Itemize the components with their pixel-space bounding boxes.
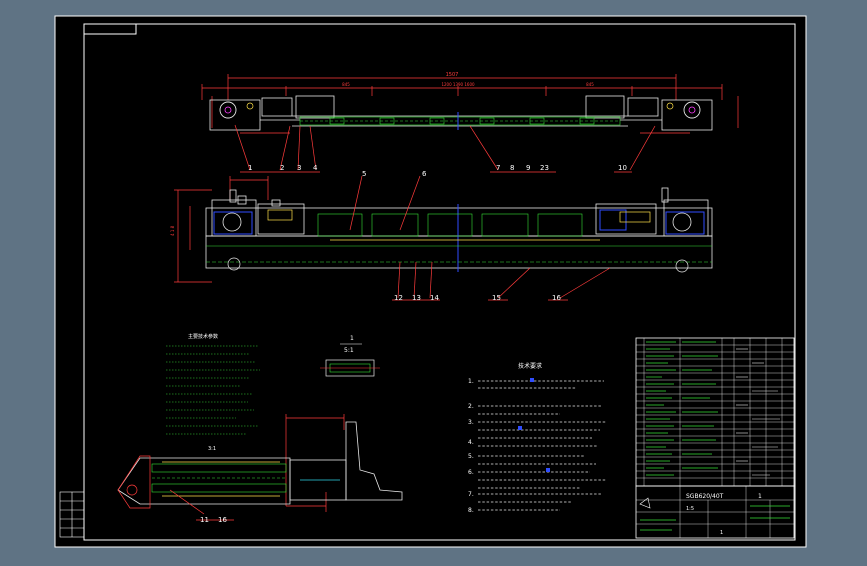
title-logo-mark bbox=[639, 497, 651, 509]
title-block-entries bbox=[640, 505, 790, 531]
parts-list bbox=[635, 337, 795, 487]
drawing-frame bbox=[83, 23, 796, 541]
detail-label: 1 bbox=[350, 335, 354, 342]
top-view: 1507 845 1200 1390 1600 845 bbox=[201, 72, 739, 173]
title-block-grid bbox=[636, 486, 794, 538]
callout-12: 12 bbox=[394, 294, 403, 302]
callout-2: 2 bbox=[280, 164, 284, 172]
callout-8: 8 bbox=[510, 164, 514, 172]
title-block: SGB620/40T 1:5 1 1 bbox=[635, 485, 795, 539]
front-view-leaders bbox=[349, 175, 611, 301]
tech-requirements: 技术要求 1. 2. 3. 4. 5. 6. 7. 8. bbox=[468, 362, 606, 514]
tech-req-lines bbox=[478, 380, 606, 511]
req-8: 8. bbox=[468, 507, 474, 514]
top-view-callouts: 1 2 3 4 7 8 9 23 10 bbox=[248, 164, 627, 172]
front-view-troughs bbox=[206, 213, 712, 263]
req-3: 3. bbox=[468, 419, 474, 426]
callout-14: 14 bbox=[430, 294, 439, 302]
callout-9: 9 bbox=[526, 164, 530, 172]
req-5: 5. bbox=[468, 453, 474, 460]
callout-16b: 16 bbox=[218, 516, 227, 524]
side-view: 3:1 bbox=[117, 414, 403, 524]
callout-13: 13 bbox=[412, 294, 421, 302]
front-view-motors bbox=[213, 204, 705, 272]
top-overall-dim: 1507 bbox=[446, 72, 459, 78]
tech-spec-lines bbox=[166, 345, 260, 435]
drawing-sheet-number: 1 bbox=[758, 493, 762, 500]
callout-15: 15 bbox=[492, 294, 501, 302]
callout-4: 4 bbox=[313, 164, 318, 172]
side-highlight bbox=[162, 461, 280, 497]
callout-23: 23 bbox=[540, 164, 549, 172]
callout-16: 16 bbox=[552, 294, 561, 302]
side-chain bbox=[151, 463, 287, 493]
front-view-dimensions bbox=[174, 176, 269, 283]
drawing-sheet bbox=[54, 15, 807, 548]
top-view-sprockets bbox=[219, 101, 701, 119]
top-view-leaders bbox=[234, 124, 656, 173]
top-span-right: 845 bbox=[586, 82, 594, 87]
front-height-dim: 4 1 8 bbox=[170, 225, 175, 236]
drawing-number: SGB620/40T bbox=[686, 493, 724, 500]
side-scale-label: 3:1 bbox=[208, 446, 216, 452]
tech-req-title: 技术要求 bbox=[518, 362, 542, 370]
tech-req-marks bbox=[518, 378, 550, 472]
front-view: 4 1 8 bbox=[170, 170, 713, 302]
drawing-scale: 1:5 bbox=[686, 506, 694, 512]
detail-section: 1 5:1 bbox=[320, 335, 380, 377]
top-view-dimensions bbox=[201, 74, 739, 134]
frame-tag bbox=[83, 23, 137, 35]
callout-5: 5 bbox=[362, 170, 366, 178]
top-span-left: 845 bbox=[342, 82, 350, 87]
callout-10: 10 bbox=[618, 164, 627, 172]
side-leaders bbox=[169, 489, 234, 521]
top-view-body bbox=[209, 95, 713, 131]
front-view-callouts: 5 6 12 13 14 15 16 bbox=[362, 170, 561, 302]
req-6: 6. bbox=[468, 469, 474, 476]
req-1: 1. bbox=[468, 378, 474, 385]
parts-entries-right bbox=[736, 348, 780, 476]
detail-scale: 5:1 bbox=[344, 347, 354, 354]
front-view-sprockets bbox=[222, 212, 692, 273]
front-view-highlights bbox=[267, 209, 651, 241]
callout-3: 3 bbox=[297, 164, 301, 172]
parts-entries bbox=[646, 341, 718, 476]
side-body bbox=[117, 421, 403, 505]
req-4: 4. bbox=[468, 439, 474, 446]
callout-11: 11 bbox=[200, 516, 209, 524]
top-view-chain bbox=[299, 116, 621, 126]
callout-6: 6 bbox=[422, 170, 427, 178]
callout-1: 1 bbox=[248, 164, 252, 172]
callout-7: 7 bbox=[496, 164, 500, 172]
margin-block bbox=[59, 491, 85, 538]
parts-grid bbox=[636, 338, 794, 486]
req-7: 7. bbox=[468, 491, 474, 498]
tech-req-numbers: 1. 2. 3. 4. 5. 6. 7. 8. bbox=[468, 378, 474, 514]
top-span-center: 1200 1390 1600 bbox=[441, 82, 475, 87]
tech-spec-title: 主要技术参数 bbox=[188, 333, 218, 340]
design-label: 1 bbox=[720, 530, 723, 536]
req-2: 2. bbox=[468, 403, 474, 410]
side-outline bbox=[117, 455, 151, 509]
tech-spec-block: 主要技术参数 bbox=[166, 333, 260, 435]
